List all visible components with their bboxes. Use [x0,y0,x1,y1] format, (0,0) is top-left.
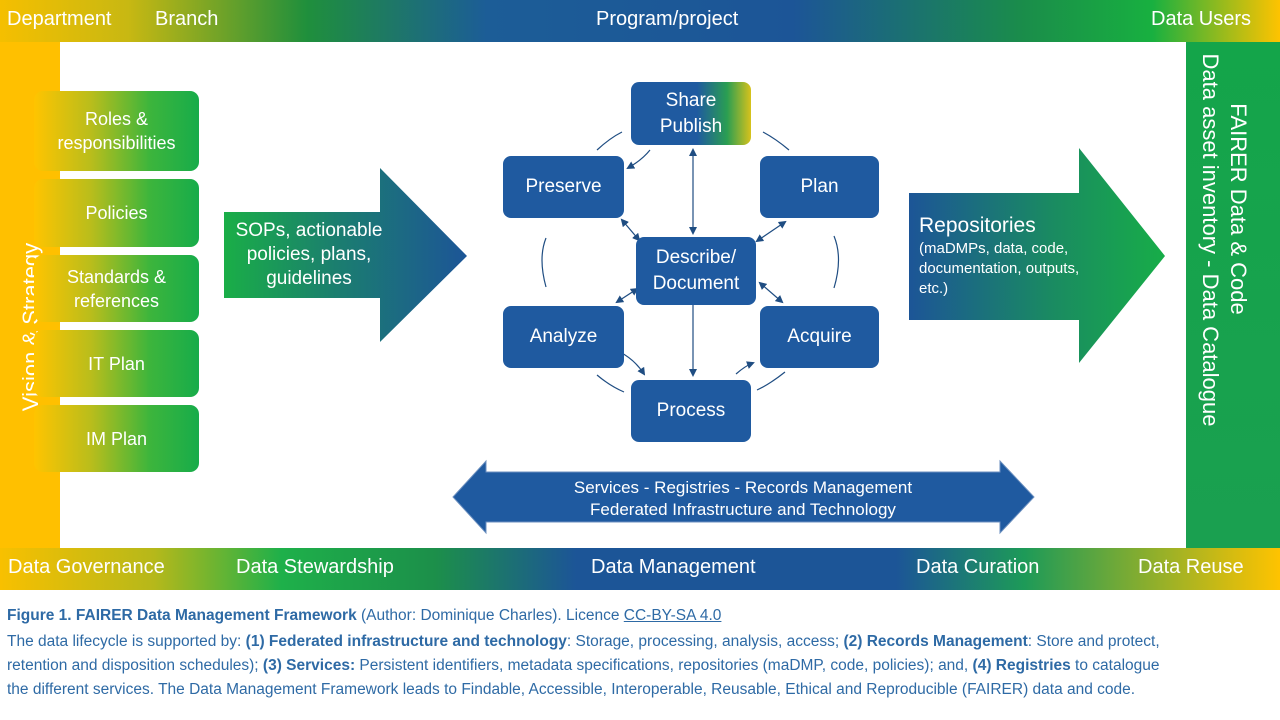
caption-text-5: to catalogue [1070,657,1160,674]
share-publish-box-shape [631,82,751,145]
top-label-data-users: Data Users [1151,8,1252,30]
policies-box: Policies [34,179,199,247]
services-line-1: Services - Registries - Records Manageme… [573,478,913,497]
plan-box: Plan [760,156,879,218]
bottom-label-stewardship: Data Stewardship [236,556,394,578]
right-band: FAIRER Data & Code Data asset inventory … [1186,42,1280,548]
services-line-2: Federated Infrastructure and Technology [590,500,896,519]
share-publish-box: Share Publish [659,89,723,137]
acquire-box: Acquire [760,306,879,368]
services-arrow-shape [452,459,1035,535]
caption-title-line: Figure 1. FAIRER Data Management Framewo… [7,604,1280,628]
figure-author: (Author: Dominique Charles). Licence [356,607,624,624]
caption-text-3: retention and disposition schedules); [7,657,263,674]
sops-arrow-text: SOPs, actionable policies, plans, guidel… [235,220,383,289]
bottom-band: Data Governance Data Stewardship Data Ma… [0,548,1280,590]
bottom-label-management: Data Management [591,556,756,578]
repositories-title: Repositories [919,214,1036,237]
caption-text-4: Persistent identifiers, metadata specifi… [355,657,973,674]
caption-line-3: the different services. The Data Managem… [7,681,1136,698]
analyze-box: Analyze [503,306,624,368]
caption-line-2: retention and disposition schedules); (3… [7,654,1280,678]
services-text: Services - Registries - Records Manageme… [486,477,1000,521]
caption-item-3: (3) Services: [262,657,356,674]
top-label-department: Department [7,8,112,30]
figure-caption: Figure 1. FAIRER Data Management Framewo… [0,604,1280,702]
figure-label: Figure 1. FAIRER Data Management Framewo… [7,607,357,624]
caption-item-4: (4) Registries [972,657,1071,674]
describe-document-box: Describe/ Document [636,237,756,305]
bottom-label-reuse: Data Reuse [1138,556,1244,578]
licence-link[interactable]: CC-BY-SA 4.0 [623,607,722,624]
bottom-label-curation: Data Curation [916,556,1040,578]
preserve-box: Preserve [503,156,624,218]
it-plan-box: IT Plan [34,330,199,397]
caption-text-2: : Store and protect, [1027,633,1160,650]
im-plan-box: IM Plan [34,405,199,472]
caption-intro: The data lifecycle is supported by: [7,633,246,650]
bottom-label-governance: Data Governance [8,556,165,578]
top-label-branch: Branch [155,8,219,30]
top-band: Department Branch Program/project Data U… [0,0,1280,42]
repositories-arrow-shape [909,148,1165,363]
caption-item-2: (2) Records Management [843,633,1028,650]
process-box: Process [631,380,751,442]
roles-responsibilities-box: Roles & responsibilities [34,91,199,171]
caption-line-1: The data lifecycle is supported by: (1) … [7,630,1280,654]
caption-text-1: : Storage, processing, analysis, access; [566,633,844,650]
cycle-connectors [541,131,840,393]
standards-references-box: Standards & references [34,255,199,322]
caption-item-1: (1) Federated infrastructure and technol… [245,633,567,650]
repositories-detail: (maDMPs, data, code, documentation, outp… [919,240,1080,297]
top-label-program: Program/project [596,8,739,30]
sops-arrow-shape [224,168,467,342]
repositories-text: Repositories (maDMPs, data, code, docume… [919,213,1109,299]
